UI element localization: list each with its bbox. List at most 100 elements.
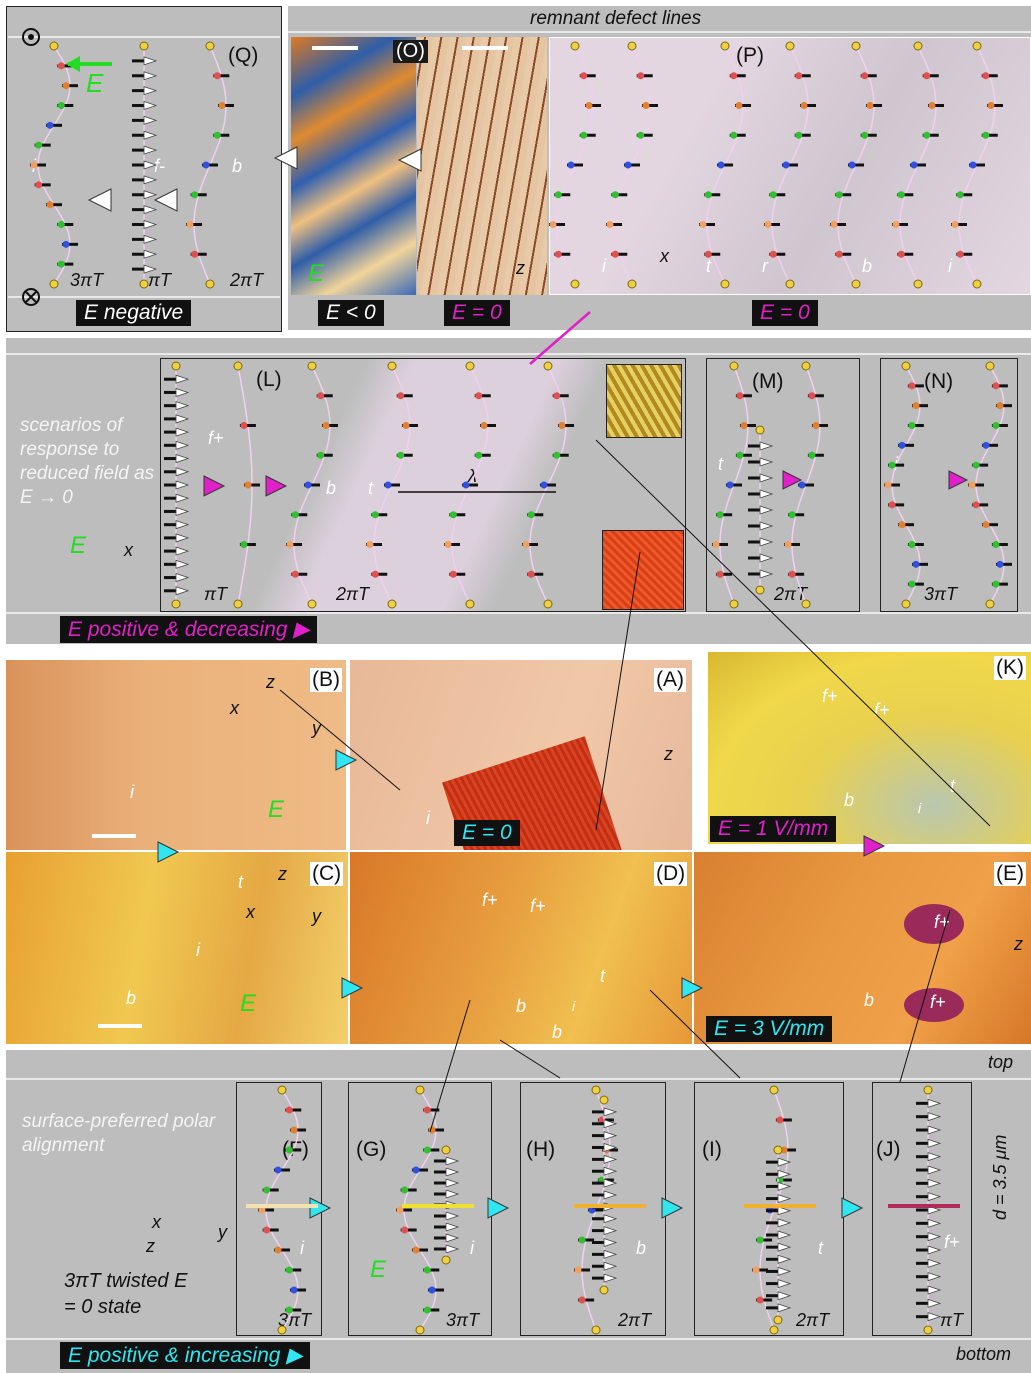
panel-o-label: (O) xyxy=(393,40,428,63)
polar-marker xyxy=(202,161,210,169)
polar-marker xyxy=(756,1296,764,1304)
polar-triangle xyxy=(445,1156,460,1166)
c-axis-z: z xyxy=(278,864,287,884)
q-region-b: b xyxy=(232,156,243,176)
polar-marker xyxy=(384,481,392,489)
c-field: E xyxy=(240,990,257,1017)
polar-triangle xyxy=(175,573,190,583)
polar-triangle xyxy=(777,1230,792,1240)
panel-k-label: (K) xyxy=(994,656,1026,680)
polar-triangle xyxy=(143,71,158,81)
polar-marker xyxy=(62,240,70,248)
surface-anchor xyxy=(49,279,59,289)
surface-anchor xyxy=(441,1145,451,1155)
d-region-i: i xyxy=(572,998,576,1014)
polar-marker xyxy=(776,1116,784,1124)
polar-marker xyxy=(888,501,896,509)
polar-marker xyxy=(800,102,808,109)
surface-anchor xyxy=(465,361,475,371)
polar-marker xyxy=(987,102,995,109)
polar-triangle xyxy=(143,56,158,66)
surface-anchor xyxy=(233,599,243,609)
q-tag: E negative xyxy=(76,300,192,326)
polar-marker xyxy=(444,541,452,548)
polar-triangle xyxy=(927,1272,942,1282)
polar-marker xyxy=(30,161,38,169)
direction-triangle xyxy=(153,188,178,212)
polar-triangle xyxy=(445,1189,460,1199)
polar-marker xyxy=(580,131,588,139)
polar-triangle xyxy=(175,586,190,596)
p-region-i2: i xyxy=(948,256,952,276)
polar-marker xyxy=(401,1226,409,1234)
k-region-f2: f+ xyxy=(874,700,890,720)
polar-marker xyxy=(522,541,530,548)
polar-marker xyxy=(285,1146,293,1154)
polar-marker xyxy=(908,580,916,588)
middle-tag: E positive & decreasing ▶ xyxy=(60,616,318,643)
polar-triangle xyxy=(603,1107,618,1117)
polar-triangle xyxy=(445,1233,460,1243)
panel-m-label: (M) xyxy=(752,370,784,393)
polar-marker xyxy=(35,141,43,149)
surface-anchor xyxy=(415,1325,425,1335)
surface-anchor xyxy=(171,361,181,371)
polar-marker xyxy=(716,570,724,578)
polar-triangle xyxy=(143,264,158,274)
polar-triangle xyxy=(603,1261,618,1271)
polar-marker xyxy=(46,201,54,209)
polar-triangle xyxy=(143,249,158,259)
e-axis-z: z xyxy=(1014,934,1023,954)
polar-marker xyxy=(951,221,959,228)
polar-triangle xyxy=(603,1119,618,1129)
polar-marker xyxy=(57,102,65,109)
polar-triangle xyxy=(759,473,774,483)
g-field: E xyxy=(370,1256,387,1283)
polar-marker xyxy=(290,1286,298,1294)
polar-marker xyxy=(735,102,743,109)
polar-marker xyxy=(527,570,535,578)
polar-marker xyxy=(712,541,720,548)
polar-triangle xyxy=(777,1169,792,1179)
p-region-r: r xyxy=(762,256,768,276)
polar-marker xyxy=(704,250,712,258)
a-axis-z: z xyxy=(664,744,673,764)
direction-triangle xyxy=(341,977,364,999)
polar-marker xyxy=(57,221,65,228)
polar-triangle xyxy=(603,1166,618,1176)
bottom-top-label: top xyxy=(988,1052,1014,1072)
polar-triangle xyxy=(603,1249,618,1259)
l-twist-2: 2πT xyxy=(336,584,370,604)
a-region: i xyxy=(426,808,430,828)
micrograph-b xyxy=(6,660,346,850)
polar-marker xyxy=(888,461,896,469)
polar-marker xyxy=(835,191,843,199)
polar-marker xyxy=(263,1186,271,1194)
surface-anchor xyxy=(465,599,475,609)
panel-d-label: (D) xyxy=(654,862,688,886)
l-twist-1: πT xyxy=(204,584,228,604)
polar-marker xyxy=(286,541,294,548)
b-axis-z: z xyxy=(266,672,275,692)
polar-triangle xyxy=(175,454,190,464)
bottom-surface-line xyxy=(8,296,280,298)
surface-anchor xyxy=(171,599,181,609)
surface-anchor xyxy=(139,41,149,51)
polar-marker xyxy=(558,422,566,429)
polar-marker xyxy=(726,481,734,489)
polar-triangle xyxy=(927,1298,942,1308)
polar-triangle xyxy=(143,175,158,185)
pointer-line xyxy=(649,989,741,1079)
polar-triangle xyxy=(777,1194,792,1204)
polar-marker xyxy=(423,1146,431,1154)
polar-marker xyxy=(982,72,990,80)
polar-marker xyxy=(285,1306,293,1314)
polar-triangle xyxy=(777,1291,792,1301)
polar-marker xyxy=(240,422,248,429)
k-region-b: b xyxy=(844,790,855,810)
d-region-t: t xyxy=(600,966,606,986)
p-region-i1: i xyxy=(602,256,606,276)
c-region-i: i xyxy=(196,940,200,960)
polar-marker xyxy=(475,392,483,400)
polar-marker xyxy=(304,481,312,489)
